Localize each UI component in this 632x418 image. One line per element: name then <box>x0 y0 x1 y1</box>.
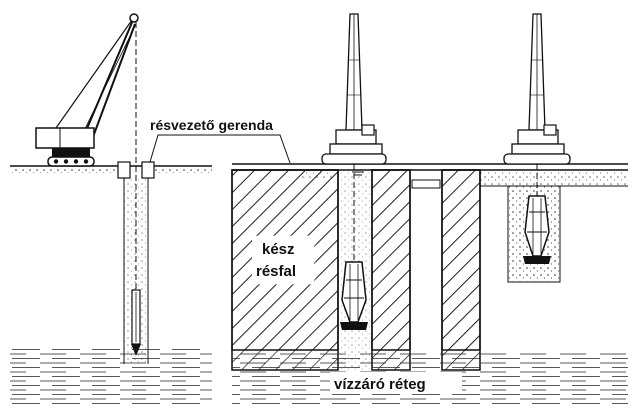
left-grab-bucket <box>131 289 141 356</box>
right-scene <box>231 13 628 406</box>
left-ground-surface <box>10 165 212 173</box>
left-guide-beam <box>117 161 155 179</box>
finished-wall-label-line1: kész <box>262 241 295 258</box>
impermeable-layer-label: vízzáró réteg <box>334 376 426 393</box>
grab-rig-middle <box>321 13 387 330</box>
crawler-crane <box>35 13 139 290</box>
finished-wall-label-line2: résfal <box>256 263 296 280</box>
guide-beam-label: résvezető gerenda <box>150 117 273 133</box>
guide-beam-leader-line <box>149 134 291 164</box>
grab-rig-right <box>503 13 571 264</box>
left-scene <box>10 13 212 406</box>
left-water-layer <box>10 348 212 406</box>
